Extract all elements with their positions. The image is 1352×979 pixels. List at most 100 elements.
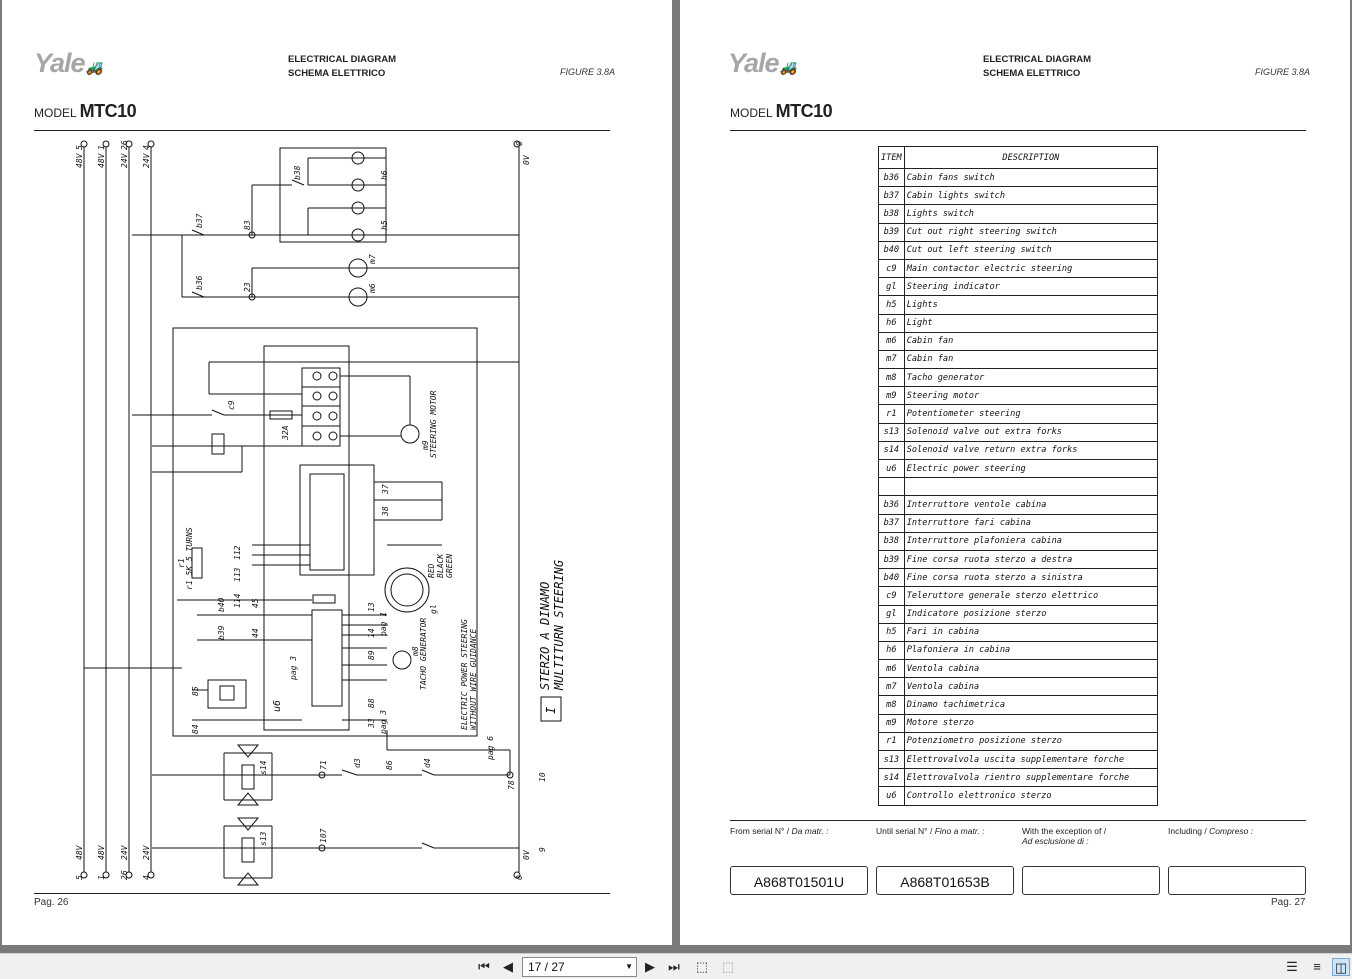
item-code: gl	[878, 277, 905, 297]
ov-number-top: 0	[515, 141, 524, 146]
single-page-view-icon[interactable]: ☰	[1286, 959, 1298, 974]
until-serial-label: Until serial N° / Fino a matr. :	[876, 826, 985, 836]
label-gl: gl	[429, 604, 438, 614]
item-description: Fine corsa ruota sterzo a sinistra	[903, 568, 1159, 588]
forklift-icon: 🚜	[85, 59, 103, 75]
title-it: SCHEMA ELETTRICO	[288, 68, 386, 79]
wire-13: 13	[367, 602, 376, 612]
label-b40: b40	[217, 597, 226, 612]
page-number-select[interactable]: 17 / 27▼	[522, 957, 637, 977]
label-m9: m9	[421, 440, 430, 451]
previous-page-icon[interactable]: ◀	[503, 959, 513, 974]
ov-number-bottom: 0	[515, 875, 524, 880]
item-description: Fine corsa ruota sterzo a destra	[903, 549, 1159, 570]
item-description: Teleruttore generale sterzo elettrico	[903, 586, 1159, 606]
diagram-title-1: STERZO A DINAMO	[538, 582, 552, 690]
tacho-generator-label: TACHO GENERATOR	[419, 618, 428, 690]
item-code: b40	[878, 240, 905, 260]
wire-113: 113	[233, 567, 242, 582]
wire-color-green: GREEN	[445, 554, 454, 578]
item-description: Lights switch	[903, 204, 1159, 224]
rail-label-48v-d: 48V	[97, 844, 106, 860]
item-description: Solenoid valve return extra forks	[903, 440, 1159, 461]
wire-88: 88	[367, 698, 376, 708]
item-description: Cabin fan	[903, 349, 1159, 370]
rail-label-48v-b: 48V	[97, 152, 106, 168]
including-value	[1168, 866, 1306, 895]
page-ref-3b: pag 3	[379, 710, 388, 735]
rail-label-48v-c: 48V	[75, 844, 84, 860]
facing-pages-view-icon[interactable]: ◫	[1332, 958, 1350, 976]
item-code: m9	[878, 386, 905, 406]
rail-number-5b: 5	[75, 875, 84, 880]
wire-83: 83	[243, 220, 252, 230]
table-header: ITEM DESCRIPTION	[878, 146, 1159, 169]
item-description: Motore sterzo	[903, 713, 1159, 733]
last-page-icon[interactable]: ⏭	[668, 959, 680, 974]
wire-89: 89	[367, 650, 376, 660]
item-description: Interruttore ventole cabina	[903, 495, 1159, 515]
page-27: Yale🚜 ELECTRICAL DIAGRAM SCHEMA ELETTRIC…	[680, 0, 1350, 945]
item-code: h6	[878, 313, 905, 333]
item-description: Lights	[903, 295, 1159, 315]
rail-label-24v-b: 24V	[142, 152, 151, 168]
item-code: u6	[878, 786, 905, 806]
item-description: Electric power steering	[903, 458, 1159, 479]
row-label-10: 10	[538, 772, 547, 782]
item-code: h6	[878, 640, 905, 661]
figure-number: FIGURE 3.8A	[1255, 67, 1311, 77]
title-it: SCHEMA ELETTRICO	[983, 68, 1081, 79]
rail-number-26b: 26	[120, 870, 129, 880]
wire-23: 23	[243, 282, 252, 292]
page-ref-6: pag 6	[486, 736, 495, 761]
wire-44: 44	[251, 628, 260, 638]
label-m8: m8	[411, 646, 420, 657]
rail-label-24v-a: 24V	[120, 152, 129, 168]
title-en: ELECTRICAL DIAGRAM	[288, 54, 397, 65]
item-description: Elettrovalvola rientro supplementare for…	[903, 768, 1159, 788]
item-code: b39	[878, 222, 905, 242]
label-m7: m7	[368, 254, 377, 265]
go-forward-icon[interactable]: ⬚	[721, 959, 735, 974]
header-description: DESCRIPTION	[903, 146, 1159, 169]
rail-label-24v-d: 24V	[142, 844, 151, 860]
item-code: m6	[878, 331, 905, 351]
item-description: Plafoniera in cabina	[903, 640, 1159, 661]
label-s14: s14	[259, 760, 268, 775]
go-back-icon[interactable]: ⬚	[695, 959, 709, 974]
item-description: Cut out left steering switch	[903, 240, 1159, 260]
item-description: Tacho generator	[903, 368, 1159, 388]
item-code: b37	[878, 186, 905, 206]
item-description: Steering motor	[903, 386, 1159, 406]
item-code: c9	[878, 586, 905, 606]
diagram-title-2: MULTITURN STEERING	[552, 560, 566, 691]
next-page-icon[interactable]: ▶	[645, 959, 655, 974]
rail-number-1b: 1	[97, 875, 106, 880]
first-page-icon[interactable]: ⏮	[478, 959, 490, 974]
until-serial-value: A868T01653B	[876, 866, 1014, 895]
item-code: s13	[878, 422, 905, 442]
item-code: b40	[878, 568, 905, 588]
wire-86: 86	[385, 760, 394, 770]
label-b38: b38	[293, 165, 302, 180]
serial-rule	[730, 820, 1306, 821]
continuous-view-icon[interactable]: ≡	[1313, 959, 1321, 974]
wire-38: 38	[381, 506, 390, 517]
wire-color-black: BLACK	[436, 553, 445, 578]
wire-78: 78	[507, 780, 516, 790]
item-description	[903, 477, 1159, 497]
table-row	[878, 477, 1159, 497]
label-32a: 32A	[281, 425, 290, 441]
